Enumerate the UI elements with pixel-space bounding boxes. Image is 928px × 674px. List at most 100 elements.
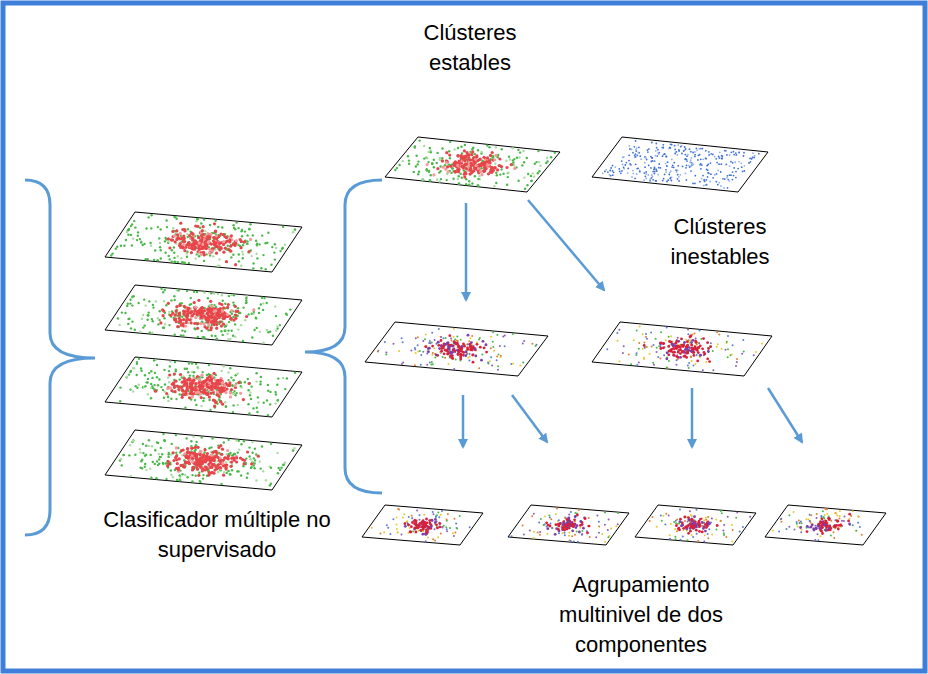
map-dot: [292, 449, 294, 451]
map-dot: [458, 182, 460, 184]
map-dot: [168, 373, 171, 376]
map-dot: [189, 392, 192, 395]
map-dot: [191, 468, 194, 471]
map-dot: [148, 445, 150, 447]
map-dot: [197, 336, 199, 338]
map-dot: [423, 157, 425, 159]
map-dot: [142, 386, 144, 388]
map-dot: [262, 302, 264, 304]
map-dot: [203, 322, 206, 325]
map-dot: [474, 175, 476, 177]
map-dot: [191, 314, 194, 317]
map-dot: [159, 321, 162, 324]
map-dot: [223, 235, 226, 238]
map-dot: [147, 378, 149, 380]
map-dot: [242, 244, 244, 246]
map-dot: [284, 388, 286, 390]
map-dot: [233, 390, 235, 392]
map-dot: [279, 324, 281, 326]
map-dot: [253, 457, 255, 459]
map-dot: [177, 388, 180, 391]
map-dot: [184, 460, 187, 463]
map-dot: [241, 458, 244, 461]
map-dot: [181, 329, 183, 331]
map-dot: [204, 457, 207, 460]
map-dot: [209, 300, 212, 303]
map-dot: [180, 257, 182, 259]
map-dot: [237, 404, 239, 406]
map-dot: [255, 240, 257, 242]
map-dot: [240, 474, 242, 476]
map-dot: [141, 459, 143, 461]
map-dot: [151, 332, 153, 334]
map-dot: [145, 304, 147, 306]
map-dot: [170, 398, 172, 400]
map-dot: [189, 311, 192, 314]
map-dot: [430, 151, 432, 153]
map-dot: [284, 462, 286, 464]
map-dot: [156, 364, 158, 366]
map-dot: [145, 469, 147, 471]
map-dot: [158, 237, 160, 239]
map-dot: [210, 292, 212, 294]
map-dot: [266, 399, 268, 401]
map-dot: [439, 157, 441, 159]
map-dot: [251, 466, 253, 468]
map-dot: [495, 146, 497, 148]
map-dot: [260, 376, 262, 378]
map-dot: [136, 363, 138, 365]
map-dot: [274, 402, 276, 404]
map-dot: [245, 315, 248, 318]
map-dot: [181, 381, 184, 384]
map-dot: [199, 480, 201, 482]
map-dot: [215, 452, 218, 455]
map-dot: [245, 302, 247, 304]
map-dot: [194, 316, 197, 319]
map-dot: [441, 157, 443, 159]
map-dot: [255, 317, 257, 319]
map-dot: [417, 160, 419, 162]
map-tiles: [105, 137, 886, 545]
map-dot: [190, 297, 192, 299]
map-dot: [279, 250, 281, 252]
map-dot: [173, 234, 176, 237]
map-dot: [207, 297, 209, 299]
map-dot: [176, 325, 179, 328]
map-dot: [125, 239, 127, 241]
map-dot: [206, 317, 209, 320]
map-dot: [162, 314, 165, 317]
map-dot: [199, 481, 201, 483]
map-dot: [175, 229, 178, 232]
map-dot: [183, 249, 186, 252]
map-dot: [140, 367, 142, 369]
map-dot: [155, 300, 157, 302]
map-dot: [131, 441, 133, 443]
map-dot: [477, 178, 479, 180]
map-dot: [214, 321, 217, 324]
map-dot: [201, 463, 203, 465]
map-dot: [240, 324, 242, 326]
map-dot: [175, 452, 177, 454]
map-dot: [535, 161, 537, 163]
map-dot: [438, 180, 440, 182]
map-dot: [144, 463, 146, 465]
map-dot: [168, 311, 170, 313]
map-dot: [133, 220, 135, 222]
map-dot: [235, 456, 238, 459]
map-dot: [140, 241, 142, 243]
map-dot: [127, 323, 129, 325]
map-dot: [215, 252, 218, 255]
map-dot: [209, 379, 212, 382]
map-dot: [241, 251, 243, 253]
map-dot: [175, 446, 178, 449]
map-dot: [217, 463, 220, 466]
map-dot: [205, 327, 208, 330]
map-dot: [132, 237, 134, 239]
map-dot: [160, 456, 162, 458]
map-dot: [428, 171, 430, 173]
map-dot: [203, 397, 205, 399]
map-dot: [163, 300, 165, 302]
map-dot: [197, 218, 199, 220]
map-dot: [175, 305, 178, 308]
map-dot: [146, 381, 148, 383]
